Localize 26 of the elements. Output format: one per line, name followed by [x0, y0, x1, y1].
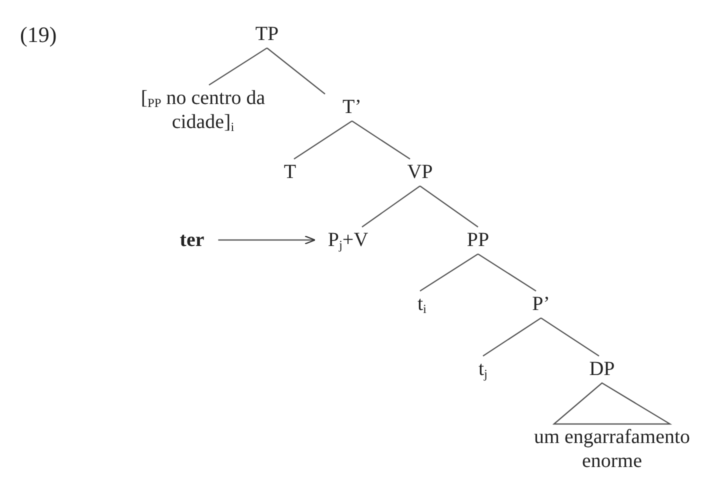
- tree-node-label: T: [284, 160, 296, 184]
- verb-label: ter: [180, 228, 204, 252]
- tree-branch: [482, 318, 542, 356]
- tree-node-label: T’: [342, 95, 362, 119]
- example-number: (19): [20, 22, 57, 48]
- tree-node-label: t$_{i}$: [418, 292, 426, 316]
- tree-node-label: VP: [407, 160, 433, 184]
- phrase-text: um engarrafamento enorme: [507, 425, 717, 473]
- arrow: [218, 235, 316, 245]
- triangle-branch: [552, 382, 672, 425]
- tree-branch: [352, 120, 410, 160]
- tree-branch: [420, 254, 478, 292]
- tree-branch: [540, 318, 600, 356]
- tree-node-label: [$_{PP}$ no centro da cidade]$_{i}$: [128, 86, 278, 134]
- tree-node-label: TP: [255, 22, 279, 46]
- tree-branch: [294, 120, 352, 160]
- tree-branch: [208, 48, 268, 86]
- tree-branch: [420, 186, 478, 228]
- tree-node-label: DP: [589, 357, 615, 381]
- tree-node-label: PP: [466, 228, 490, 252]
- tree-node-label: P’: [532, 292, 550, 316]
- tree-branch: [478, 254, 536, 292]
- tree-node-label: t$_{j}$: [478, 357, 488, 381]
- tree-branch: [362, 186, 420, 228]
- tree-branch: [266, 48, 326, 94]
- tree-node-label: P$_{j}$+V: [328, 228, 368, 252]
